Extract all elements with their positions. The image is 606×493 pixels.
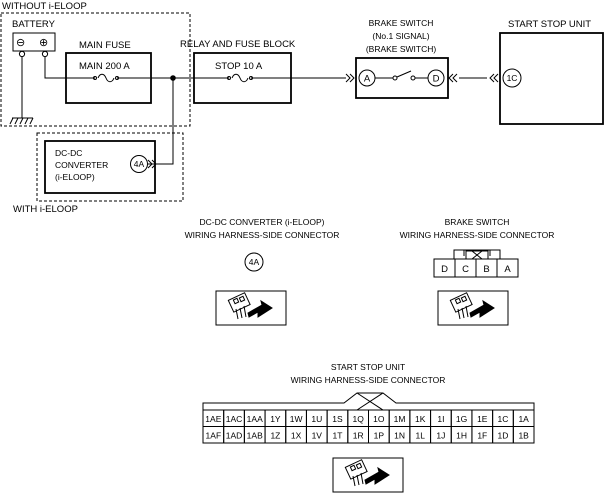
brake-connector-pin-d: D bbox=[441, 264, 448, 275]
splice-node bbox=[170, 75, 176, 81]
brake-connector-pin-a: A bbox=[504, 264, 511, 275]
start-stop-connector-pins: 1AE 1AC 1AA 1Y 1W 1U 1S 1Q 1O 1M 1K 1I 1G 1E 1C 1A 1AF 1A… bbox=[202, 409, 535, 444]
start-stop-pin-label: 1X bbox=[291, 431, 302, 441]
start-stop-pin-label: 1E bbox=[477, 414, 488, 424]
battery-pos-node bbox=[41, 50, 49, 58]
start-stop-pin-label: 1Y bbox=[270, 414, 281, 424]
dcdc-pin bbox=[130, 155, 148, 173]
battery-negative-terminal: ⊖ bbox=[16, 37, 25, 49]
start-stop-pin-label: 1R bbox=[353, 431, 364, 441]
start-stop-pin-label: 1AE bbox=[205, 414, 221, 424]
start-stop-pin-label: 1AD bbox=[226, 431, 243, 441]
start-stop-pin-label: 1K bbox=[415, 414, 426, 424]
relay-fuse-icon bbox=[231, 73, 249, 83]
start-stop-pin-label: 1D bbox=[498, 431, 509, 441]
with-eloop-boundary bbox=[36, 132, 184, 202]
dcdc-pin-label: 4A bbox=[134, 159, 145, 169]
brake-connector-title-1: BRAKE SWITCH bbox=[445, 217, 510, 227]
start-stop-connector-latch bbox=[202, 392, 535, 411]
brake-harness-view-icon bbox=[437, 290, 509, 326]
brake-connector-title-2: WIRING HARNESS-SIDE CONNECTOR bbox=[400, 230, 555, 240]
brake-switch-title-2: (No.1 SIGNAL) bbox=[372, 31, 429, 41]
start-stop-pin-label: 1U bbox=[311, 414, 322, 424]
start-stop-pin-label: 1F bbox=[477, 431, 487, 441]
start-stop-pin-label: 1P bbox=[374, 431, 385, 441]
start-stop-pin-label: 1Q bbox=[352, 414, 364, 424]
battery-label: BATTERY bbox=[12, 19, 56, 30]
start-stop-pin-label: 1C bbox=[498, 414, 509, 424]
wires bbox=[44, 57, 499, 169]
start-stop-pin-label: 1L bbox=[415, 431, 425, 441]
brake-connector-pin-c: C bbox=[462, 264, 469, 275]
start-stop-pin-label: 1J bbox=[436, 431, 445, 441]
start-stop-pin-label: 1AB bbox=[247, 431, 263, 441]
start-stop-pin-label: 1Z bbox=[270, 431, 280, 441]
start-stop-pin-label: 1M bbox=[394, 414, 406, 424]
dcdc-connector-pin-label: 4A bbox=[249, 257, 260, 267]
with-eloop-label: WITH i-ELOOP bbox=[13, 204, 78, 215]
start-stop-pin-label: 1G bbox=[456, 414, 467, 424]
brake-switch-title-3: (BRAKE SWITCH) bbox=[366, 44, 437, 54]
start-stop-unit-box bbox=[499, 32, 604, 125]
dcdc-connector-title-2: WIRING HARNESS-SIDE CONNECTOR bbox=[185, 230, 340, 240]
main-fuse-title: MAIN FUSE bbox=[79, 40, 131, 51]
start-stop-pin-cell bbox=[512, 426, 535, 444]
brake-pin-d-label: D bbox=[433, 74, 440, 85]
start-stop-connector-title-2: WIRING HARNESS-SIDE CONNECTOR bbox=[291, 375, 446, 385]
start-stop-pin-label: 1B bbox=[518, 431, 529, 441]
start-stop-pin-label: 1N bbox=[394, 431, 405, 441]
start-stop-pin-label: 1AF bbox=[206, 431, 222, 441]
dcdc-label-2: CONVERTER bbox=[55, 160, 108, 170]
start-stop-pin-label: 1AA bbox=[247, 414, 263, 424]
battery-neg-node bbox=[18, 50, 26, 58]
brake-connector-pins: D C B A bbox=[441, 259, 511, 277]
start-stop-pin-label: 1H bbox=[456, 431, 467, 441]
relay-fuse-value: STOP 10 A bbox=[215, 61, 263, 72]
start-stop-pin-label: 1O bbox=[373, 414, 385, 424]
start-stop-harness-view-icon bbox=[332, 457, 404, 493]
start-stop-pin-label: 1T bbox=[333, 431, 343, 441]
dcdc-label-1: DC-DC bbox=[55, 148, 82, 158]
brake-connector-pin-b: B bbox=[483, 264, 489, 275]
brake-switch-box bbox=[355, 57, 449, 99]
start-stop-pin-label: 1AC bbox=[226, 414, 243, 424]
start-stop-pin-label: 1S bbox=[332, 414, 343, 424]
battery-symbol bbox=[12, 32, 56, 52]
start-stop-unit-title: START STOP UNIT bbox=[508, 19, 591, 30]
ground-icon bbox=[9, 57, 34, 125]
start-stop-pin-label: 1C bbox=[507, 73, 518, 83]
brake-pin-a-label: A bbox=[364, 74, 371, 85]
start-stop-pin-label: 1V bbox=[312, 431, 323, 441]
dcdc-converter-box bbox=[44, 140, 156, 194]
without-eloop-label: WITHOUT i-ELOOP bbox=[2, 1, 87, 12]
brake-switch-title-1: BRAKE SWITCH bbox=[369, 18, 434, 28]
dcdc-harness-view-icon bbox=[215, 290, 287, 326]
relay-fuse-block-title: RELAY AND FUSE BLOCK bbox=[180, 39, 296, 50]
battery-positive-terminal: ⊕ bbox=[39, 37, 48, 49]
without-eloop-boundary bbox=[0, 12, 191, 127]
brake-switch-contact-icon bbox=[375, 70, 428, 81]
start-stop-pin-label: 1A bbox=[518, 414, 529, 424]
dcdc-connector-pin bbox=[244, 252, 264, 272]
dcdc-label-3: (i-ELOOP) bbox=[55, 172, 95, 182]
dcdc-connector-title-1: DC-DC CONVERTER (i-ELOOP) bbox=[200, 217, 325, 227]
start-stop-pin-label: 1I bbox=[437, 414, 444, 424]
main-fuse-icon bbox=[97, 73, 115, 83]
start-stop-pin bbox=[502, 68, 522, 88]
start-stop-connector-title-1: START STOP UNIT bbox=[331, 362, 405, 372]
start-stop-pin-label: 1W bbox=[290, 414, 303, 424]
main-fuse-value: MAIN 200 A bbox=[79, 61, 130, 72]
